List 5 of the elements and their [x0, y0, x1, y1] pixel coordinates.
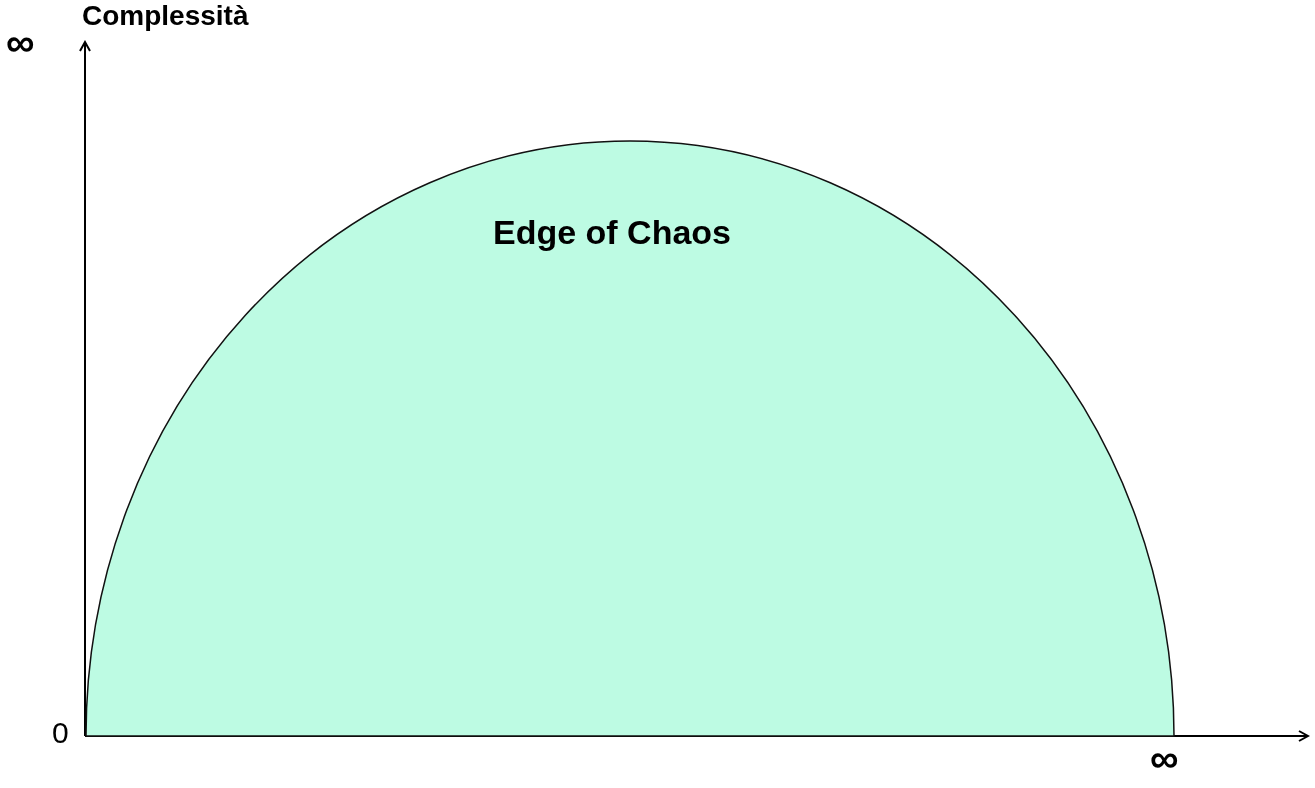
region-title: Edge of Chaos	[493, 215, 731, 249]
axis-limit-label: ∞	[6, 22, 35, 62]
axis-limit-label: ∞	[1150, 738, 1179, 778]
axis-title: Complessità	[82, 2, 249, 30]
origin-label: 0	[52, 718, 69, 748]
